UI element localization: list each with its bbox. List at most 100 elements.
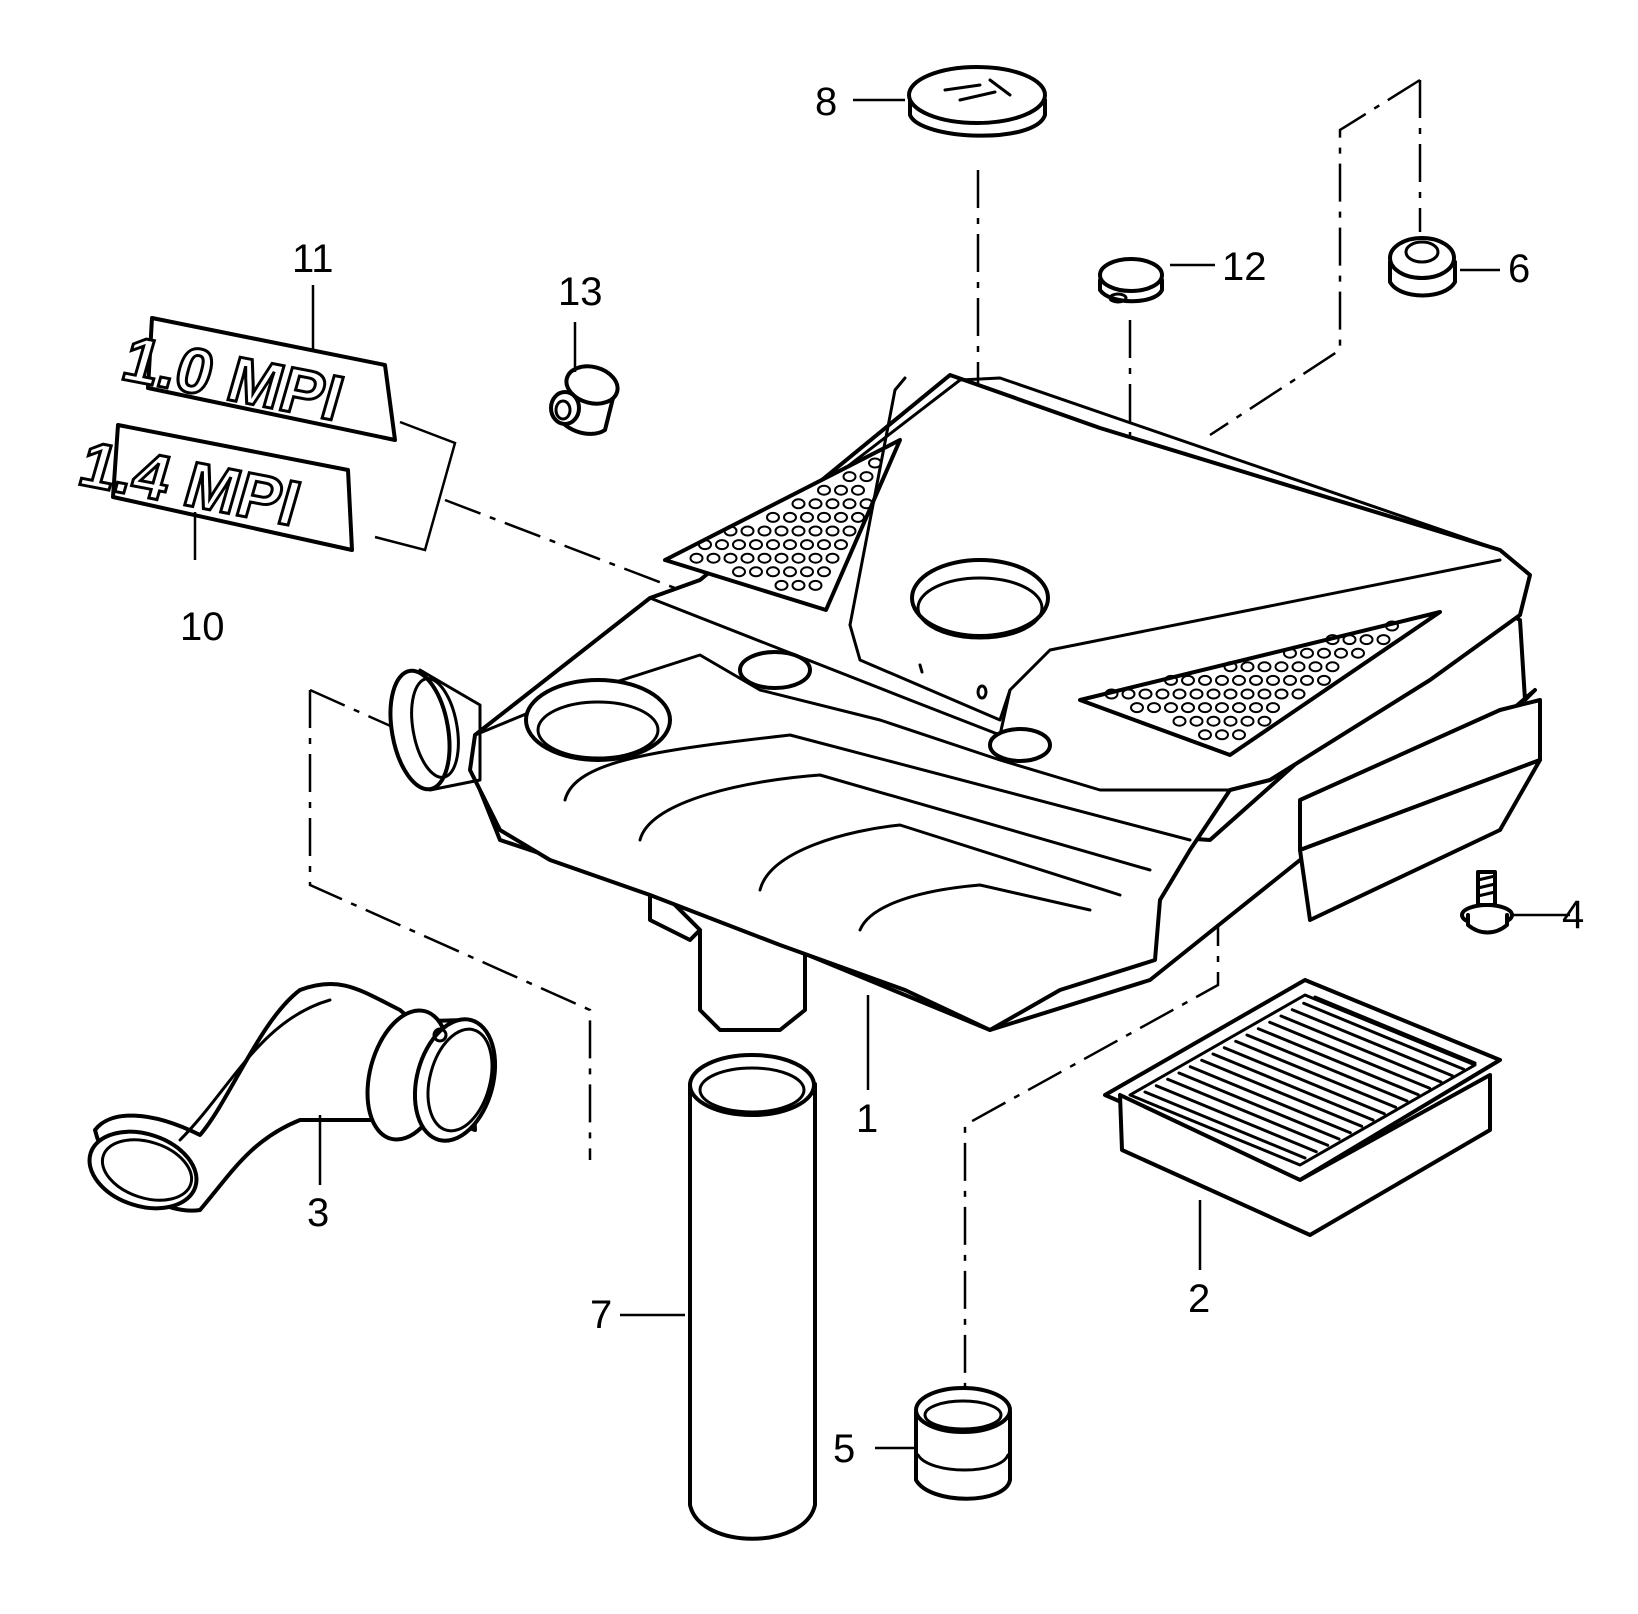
bush[interactable] (549, 361, 622, 436)
grommet[interactable] (1388, 236, 1457, 298)
perforation-hole (1308, 661, 1323, 673)
perforation-hole (808, 498, 823, 510)
filter-element[interactable] (1103, 978, 1502, 1237)
callout-1: 1 (856, 1097, 878, 1141)
perforation-hole (1138, 688, 1153, 700)
perforation-hole (766, 539, 780, 551)
filter-pleat (1279, 1014, 1443, 1084)
perforation-hole (766, 511, 780, 523)
callout-2: 2 (1188, 1277, 1210, 1321)
plug[interactable] (1098, 257, 1164, 304)
perforation-hole (808, 579, 823, 591)
intake-duct[interactable] (80, 981, 508, 1221)
perforation-hole (842, 498, 857, 510)
perforation-hole (1189, 688, 1204, 700)
perforation-hole (1376, 634, 1391, 646)
perforation-hole (800, 539, 814, 551)
perforation-hole (1283, 674, 1297, 686)
filter-pleat (1313, 995, 1477, 1065)
filter-pleat (1154, 1084, 1318, 1154)
badge-1-0-mpi[interactable]: 1.0 MPI (114, 316, 397, 442)
perforation-hole (1147, 702, 1161, 714)
perforation-hole (859, 471, 874, 483)
filter-pleat (1222, 1046, 1386, 1116)
perforation-hole (749, 539, 763, 551)
perforation-hole (1223, 688, 1238, 700)
perforation-hole (1385, 620, 1399, 632)
perforation-hole (1104, 688, 1119, 700)
filter-pleat (1200, 1058, 1364, 1128)
perforation-hole (1155, 688, 1170, 700)
perforation-hole (1130, 702, 1144, 714)
perforation-hole (732, 566, 746, 578)
callout-3: 3 (307, 1191, 329, 1235)
perforation-hole (1334, 647, 1348, 659)
filter-pleat (1234, 1039, 1398, 1109)
perforation-hole (1240, 661, 1255, 673)
perforation-hole (723, 525, 738, 537)
air-filter-housing[interactable] (382, 373, 1542, 1032)
perforation-hole (1300, 647, 1314, 659)
perforation-hole (1325, 661, 1340, 673)
perforation-hole (817, 511, 831, 523)
filter-pleat (1268, 1020, 1432, 1090)
cap[interactable] (907, 65, 1047, 138)
badge-1-4-mpi[interactable]: 1.4 MPI (70, 423, 354, 552)
hose[interactable] (688, 1053, 817, 1541)
sleeve[interactable] (914, 1386, 1012, 1501)
perforation-hole (817, 566, 831, 578)
perforation-hole (698, 539, 712, 551)
vent-perforation-right (1104, 620, 1399, 741)
perforation-hole (783, 566, 797, 578)
perforation-hole (715, 539, 729, 551)
perforation-hole (740, 552, 755, 564)
perforation-hole (834, 539, 848, 551)
perforation-hole (1215, 674, 1229, 686)
perforation-hole (749, 566, 763, 578)
perforation-hole (1351, 647, 1365, 659)
perforation-hole (800, 511, 814, 523)
perforation-hole (1257, 688, 1272, 700)
perforation-hole (1249, 674, 1263, 686)
callout-5: 5 (833, 1427, 855, 1471)
perforation-hole (1342, 634, 1357, 646)
callout-10: 10 (180, 605, 225, 649)
perforation-hole (1215, 729, 1229, 741)
perforation-hole (1317, 674, 1331, 686)
filter-pleat (1290, 1008, 1454, 1078)
perforation-hole (1266, 674, 1280, 686)
perforation-hole (1215, 702, 1229, 714)
perforation-hole (1181, 702, 1195, 714)
perforation-hole (1198, 729, 1212, 741)
perforation-hole (1181, 674, 1195, 686)
perforation-hole (723, 552, 738, 564)
perforation-hole (791, 552, 806, 564)
perforation-hole (808, 525, 823, 537)
callout-6: 6 (1508, 247, 1530, 291)
perforation-hole (732, 539, 746, 551)
perforation-hole (689, 552, 704, 564)
perforation-hole (817, 484, 831, 496)
bolt[interactable] (1460, 870, 1514, 935)
perforation-hole (834, 511, 848, 523)
filter-pleat (1302, 1001, 1466, 1071)
perforation-hole (774, 579, 789, 591)
perforation-hole (868, 457, 882, 469)
callout-4: 4 (1562, 893, 1584, 937)
perforation-hole (1291, 661, 1306, 673)
leader-lines (193, 98, 1570, 1450)
perforation-hole (817, 539, 831, 551)
perforation-hole (774, 525, 789, 537)
filter-pleat (1188, 1065, 1352, 1135)
perforation-hole (1317, 647, 1331, 659)
callout-7: 7 (590, 1293, 612, 1337)
perforation-hole (1291, 688, 1306, 700)
perforation-hole (1300, 674, 1314, 686)
perforation-hole (740, 525, 755, 537)
callout-11: 11 (292, 237, 334, 281)
callout-numbers: 1 2 3 4 5 6 7 8 10 11 12 13 (180, 80, 1584, 1471)
perforation-hole (1164, 674, 1178, 686)
perforation-hole (842, 525, 857, 537)
perforation-hole (1325, 634, 1340, 646)
